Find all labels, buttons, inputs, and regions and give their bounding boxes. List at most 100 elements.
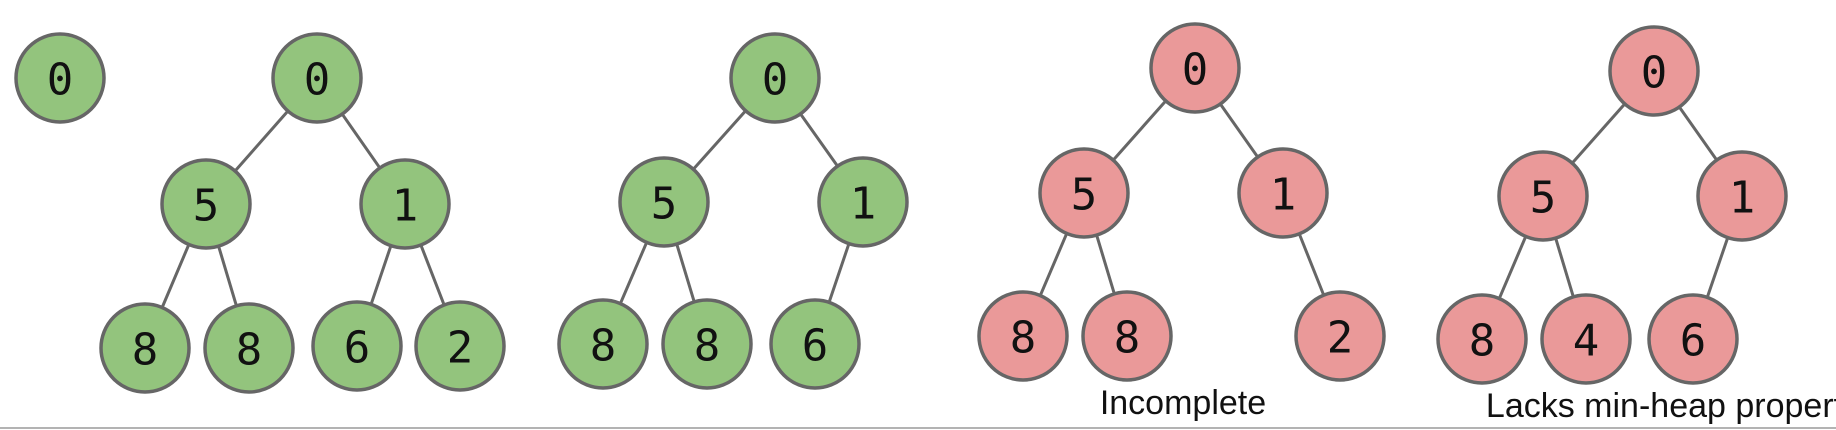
tree-2-edge-1	[233, 110, 290, 172]
tree-3-node-1: 0	[729, 32, 821, 124]
tree-4-node-1: 0	[1149, 22, 1241, 114]
tree-4-node-2: 5	[1038, 147, 1130, 239]
tree-4-edge-1	[1112, 99, 1167, 162]
node-circle	[1608, 25, 1700, 117]
node-label: 0	[1641, 48, 1668, 99]
node-label: 8	[1010, 313, 1037, 364]
node-circle	[817, 156, 909, 248]
tree-3-edge-5	[827, 243, 851, 303]
node-label: 8	[590, 321, 617, 372]
node-label: 1	[850, 179, 877, 230]
node-circle	[160, 158, 252, 250]
node-circle	[203, 302, 295, 394]
node-label: 8	[1469, 316, 1496, 367]
tree-2-edge-4	[217, 245, 238, 307]
tree-4-edge-4	[1095, 234, 1116, 295]
tree-5-node-6: 6	[1647, 293, 1739, 385]
tree-4-node-3: 1	[1237, 147, 1329, 239]
node-label: 0	[1182, 45, 1209, 96]
tree-5-node-1: 0	[1608, 25, 1700, 117]
tree-5-edge-1	[1571, 102, 1626, 165]
node-label: 6	[344, 323, 371, 374]
node-label: 6	[802, 321, 829, 372]
node-circle	[1497, 150, 1589, 242]
node-circle	[414, 300, 506, 392]
tree-4-edge-5	[1297, 233, 1326, 296]
node-circle	[1081, 290, 1173, 382]
tree-5-edge-3	[1497, 235, 1528, 300]
node-label: 0	[47, 55, 74, 106]
node-circle	[769, 298, 861, 390]
node-label: 0	[304, 55, 331, 106]
tree-4-node-6: 2	[1294, 290, 1386, 382]
node-circle	[1647, 293, 1739, 385]
tree-4-node-5: 8	[1081, 290, 1173, 382]
node-label: 6	[1680, 316, 1707, 367]
node-circle	[618, 156, 710, 248]
node-label: 5	[1530, 173, 1557, 224]
node-circle	[977, 290, 1069, 382]
node-circle	[1436, 293, 1528, 385]
tree-2-node-2: 5	[160, 158, 252, 250]
tree-4-edge-3	[1038, 232, 1069, 297]
node-label: 5	[1071, 170, 1098, 221]
tree-3-node-6: 6	[769, 298, 861, 390]
tree-2-edge-3	[160, 243, 191, 309]
tree-3-node-2: 5	[618, 156, 710, 248]
captions-layer: Incomplete Lacks min-heap property	[1100, 384, 1836, 425]
tree-4-edge-2	[1219, 103, 1259, 158]
tree-5-node-3: 1	[1696, 150, 1788, 242]
node-circle	[1696, 150, 1788, 242]
node-circle	[661, 298, 753, 390]
node-label: 8	[694, 321, 721, 372]
tree-5-edge-4	[1554, 237, 1575, 298]
node-label: 2	[447, 323, 474, 374]
tree-3-node-4: 8	[557, 298, 649, 390]
tree-2-node-1: 0	[271, 32, 363, 124]
node-circle	[1038, 147, 1130, 239]
tree-5-edge-2	[1678, 106, 1718, 161]
node-circle	[311, 300, 403, 392]
tree-3-edge-2	[799, 113, 839, 167]
node-circle	[729, 32, 821, 124]
node-label: 4	[1573, 316, 1600, 367]
tree-2-edge-6	[419, 244, 446, 306]
node-label: 8	[132, 325, 159, 376]
node-circle	[1540, 293, 1632, 385]
node-label: 1	[1270, 170, 1297, 221]
node-circle	[557, 298, 649, 390]
node-label: 2	[1327, 313, 1354, 364]
tree-2-node-4: 8	[99, 302, 191, 394]
tree-3-edge-4	[675, 243, 696, 303]
tree-1-node-1: 0	[14, 32, 106, 124]
tree-3-node-5: 8	[661, 298, 753, 390]
tree-2-edge-5	[369, 245, 393, 305]
caption-tree-5: Lacks min-heap property	[1486, 387, 1836, 425]
node-circle	[1149, 22, 1241, 114]
tree-2-node-6: 6	[311, 300, 403, 392]
node-circle	[1294, 290, 1386, 382]
node-label: 8	[236, 325, 263, 376]
node-circle	[359, 158, 451, 250]
tree-5-node-2: 5	[1497, 150, 1589, 242]
node-circle	[14, 32, 106, 124]
node-label: 5	[193, 181, 220, 232]
tree-3-node-3: 1	[817, 156, 909, 248]
node-label: 1	[1729, 173, 1756, 224]
tree-4-node-4: 8	[977, 290, 1069, 382]
tree-2-node-7: 2	[414, 300, 506, 392]
caption-tree-4: Incomplete	[1100, 384, 1266, 422]
tree-5-node-4: 8	[1436, 293, 1528, 385]
node-label: 5	[651, 179, 678, 230]
tree-2-node-5: 8	[203, 302, 295, 394]
node-circle	[271, 32, 363, 124]
node-label: 1	[392, 181, 419, 232]
tree-5-edge-5	[1705, 237, 1730, 298]
node-circle	[99, 302, 191, 394]
tree-5-node-5: 4	[1540, 293, 1632, 385]
tree-3-edge-3	[618, 241, 649, 305]
edges-layer	[160, 99, 1730, 309]
tree-3-edge-1	[692, 109, 747, 171]
node-label: 0	[762, 55, 789, 106]
